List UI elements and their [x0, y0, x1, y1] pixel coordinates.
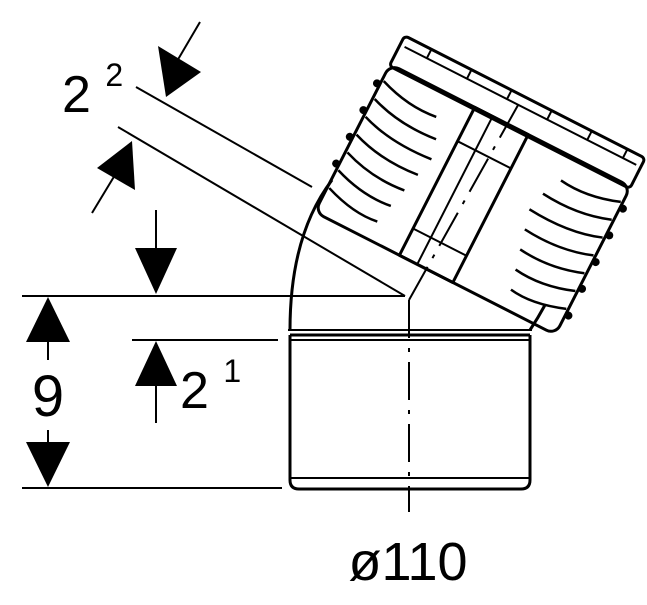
label-inset-base: 2: [180, 362, 209, 420]
lower-pipe-body: [288, 329, 532, 491]
label-angled-dimension: 2 2: [62, 57, 123, 124]
angled-center-line: [408, 97, 523, 301]
label-height-dimension: 9: [32, 364, 64, 429]
angled-socket: [316, 35, 646, 333]
label-diameter: ø110: [348, 532, 467, 592]
bend-inner-contour: [528, 304, 547, 331]
dimension-angled-arrow-lower: [97, 141, 135, 190]
label-inset-superscript: 1: [223, 353, 241, 389]
dimension-drop-arrow: [135, 248, 177, 294]
dimension-angled-arrow-upper: [158, 46, 201, 97]
dimension-inset-arrow: [135, 341, 177, 386]
label-inset-dimension: 2 1: [180, 353, 241, 420]
dimension-height-arrow-down: [26, 442, 70, 487]
bend-outer-contour: [288, 179, 334, 331]
label-angled-base: 2: [62, 66, 91, 124]
label-angled-superscript: 2: [105, 57, 123, 93]
dimension-height-arrow-up: [26, 297, 70, 342]
